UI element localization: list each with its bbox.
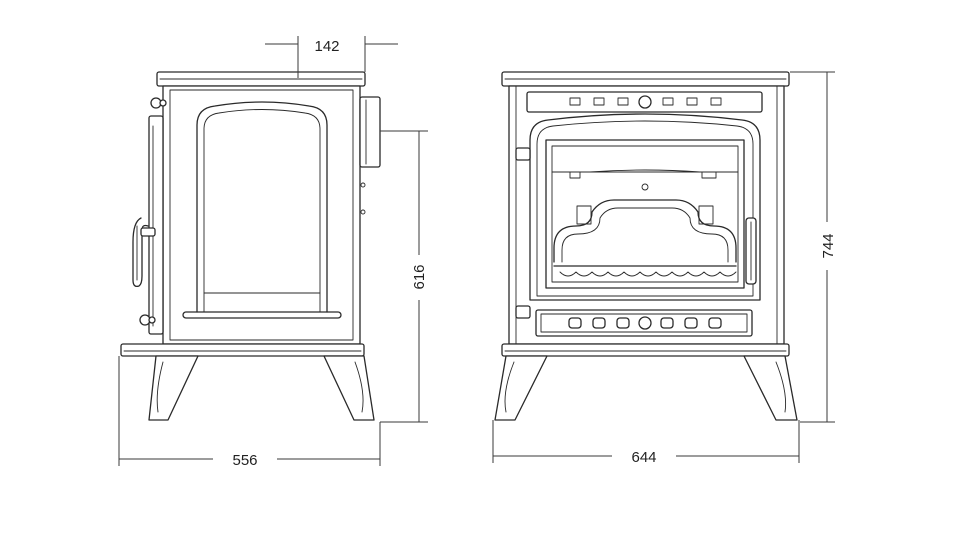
top-vent-slots — [569, 95, 722, 109]
dim-front-width: 644 — [631, 449, 656, 466]
door-glass — [545, 139, 745, 289]
dim-flue-offset: 142 — [314, 38, 339, 55]
front-view — [494, 71, 798, 421]
front-leg-right — [743, 355, 798, 421]
dim-side-depth: 556 — [232, 452, 257, 469]
front-door — [529, 113, 761, 301]
side-body — [162, 85, 361, 345]
dim-total-height: 744 — [820, 233, 837, 258]
dim-flue-height: 616 — [411, 264, 428, 289]
front-plinth — [501, 343, 790, 357]
dimension-lines — [118, 36, 835, 466]
grate-teeth — [559, 271, 737, 277]
bottom-vent-knobs — [568, 316, 722, 330]
side-flue-outlet — [359, 96, 381, 168]
side-door-edge — [148, 115, 164, 335]
side-view — [120, 71, 381, 421]
hinge-icon — [515, 305, 531, 319]
hinge-icon — [515, 147, 531, 161]
grate-arch — [553, 199, 737, 263]
side-plinth — [120, 343, 365, 357]
side-arch-panel — [196, 101, 328, 313]
front-leg-left — [494, 355, 548, 421]
top-vent-bar — [526, 91, 763, 113]
side-leg-left — [148, 355, 199, 421]
side-leg-right — [323, 355, 375, 421]
front-body — [508, 85, 785, 345]
side-rail — [182, 311, 342, 319]
bottom-vent-bar — [535, 309, 753, 337]
